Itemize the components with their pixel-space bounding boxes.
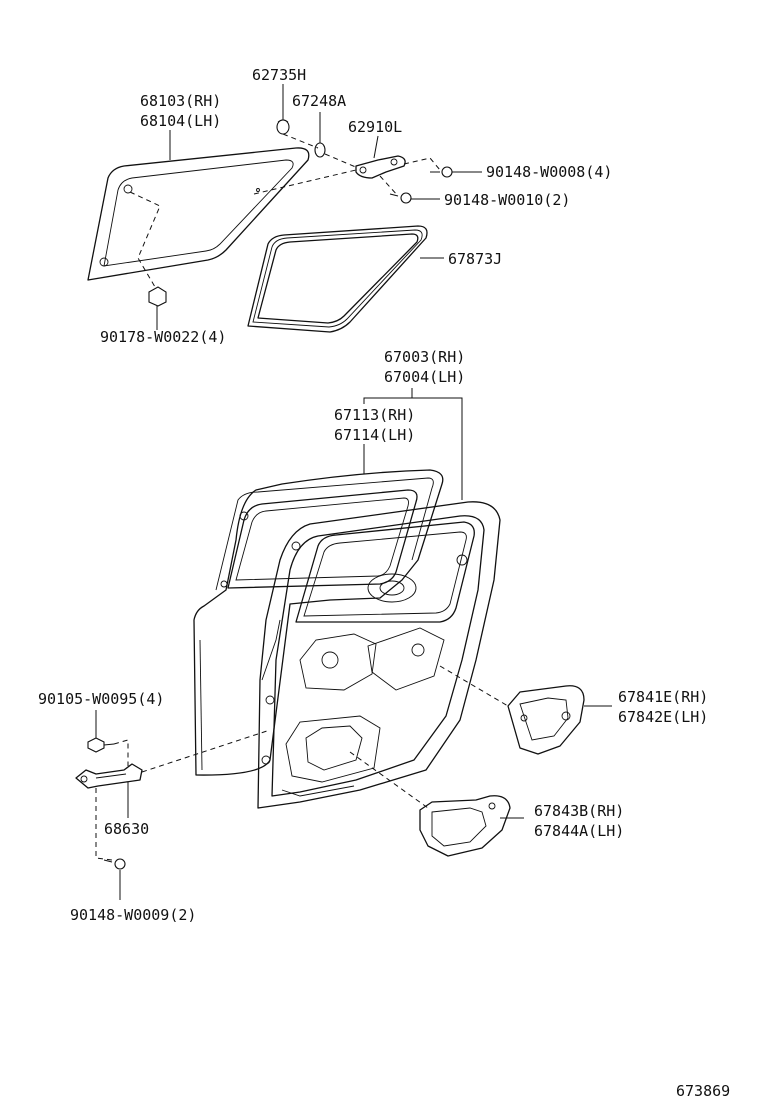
label-90178-w0022: 90178-W0022(4)	[100, 328, 226, 346]
label-67113: 67113(RH)	[334, 406, 415, 424]
label-68103: 68103(RH)	[140, 92, 221, 110]
label-67004: 67004(LH)	[384, 368, 465, 386]
label-67844a: 67844A(LH)	[534, 822, 624, 840]
service-hole-cover-67841e	[507, 685, 585, 755]
label-68630: 68630	[104, 820, 149, 838]
label-68104: 68104(LH)	[140, 112, 221, 130]
label-67873j: 67873J	[448, 250, 502, 268]
diagram-id: 673869	[676, 1082, 730, 1100]
label-62910l: 62910L	[348, 118, 402, 136]
screw-90148-w0008	[430, 166, 453, 178]
label-90148-w0008: 90148-W0008(4)	[486, 163, 612, 181]
service-hole-cover-67843b	[419, 795, 511, 857]
quarter-window-weatherstrip	[247, 225, 428, 333]
door-inner-panel	[257, 501, 501, 809]
label-90148-w0009: 90148-W0009(2)	[70, 906, 196, 924]
label-90148-w0010: 90148-W0010(2)	[444, 191, 570, 209]
quarter-window-glass	[87, 147, 310, 293]
clip-62735h	[276, 119, 290, 135]
label-67841e: 67841E(RH)	[618, 688, 708, 706]
bracket-62910l	[355, 155, 406, 179]
label-67114: 67114(LH)	[334, 426, 415, 444]
label-67003: 67003(RH)	[384, 348, 465, 366]
clip-67248a	[314, 142, 326, 158]
nut-90178-w0022	[148, 286, 167, 307]
door-check-68630	[75, 763, 143, 789]
screw-90148-w0009	[103, 858, 126, 870]
label-90105-w0095: 90105-W0095(4)	[38, 690, 164, 708]
label-67842e: 67842E(LH)	[618, 708, 708, 726]
screw-90148-w0010	[389, 192, 412, 204]
bolt-90105-w0095	[87, 737, 115, 753]
label-67843b: 67843B(RH)	[534, 802, 624, 820]
label-62735h: 62735H	[252, 66, 306, 84]
label-67248a: 67248A	[292, 92, 346, 110]
